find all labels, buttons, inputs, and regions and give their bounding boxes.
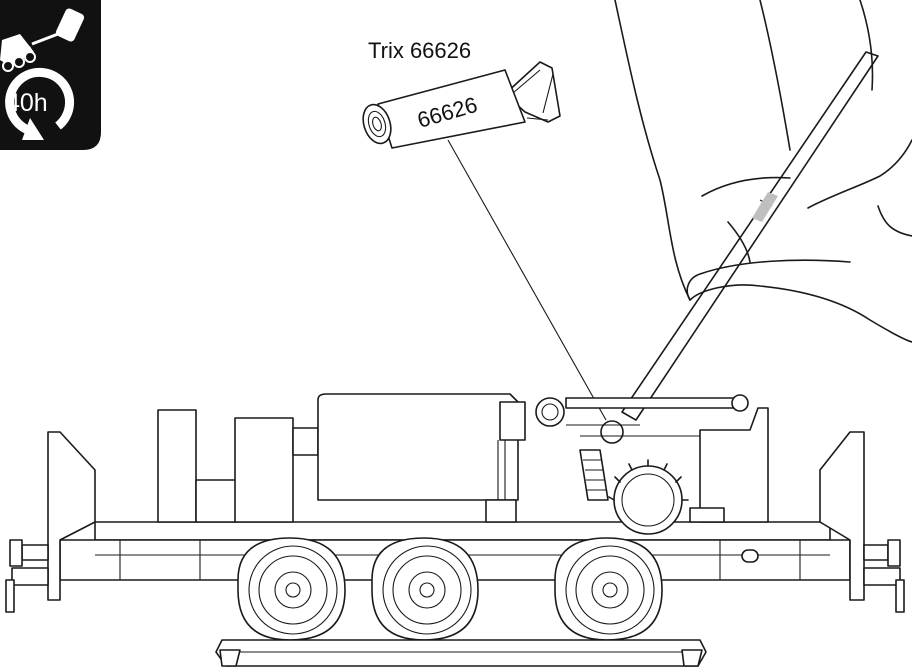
wheel-middle (371, 537, 479, 641)
product-label: Trix 66626 (368, 38, 471, 63)
wheel-rear (554, 537, 663, 641)
locomotive-icon (0, 34, 36, 72)
locomotive-chassis-icon (5, 393, 905, 667)
leader-line (447, 139, 607, 421)
badge-interval-text: 40h (6, 89, 48, 117)
grease-tube-icon: 66626 (362, 61, 561, 149)
maintenance-badge: 40h (0, 0, 101, 150)
wheel-front (237, 537, 346, 641)
hand-with-applicator-icon (600, 0, 912, 444)
clockwise-arrow-icon (5, 67, 75, 140)
